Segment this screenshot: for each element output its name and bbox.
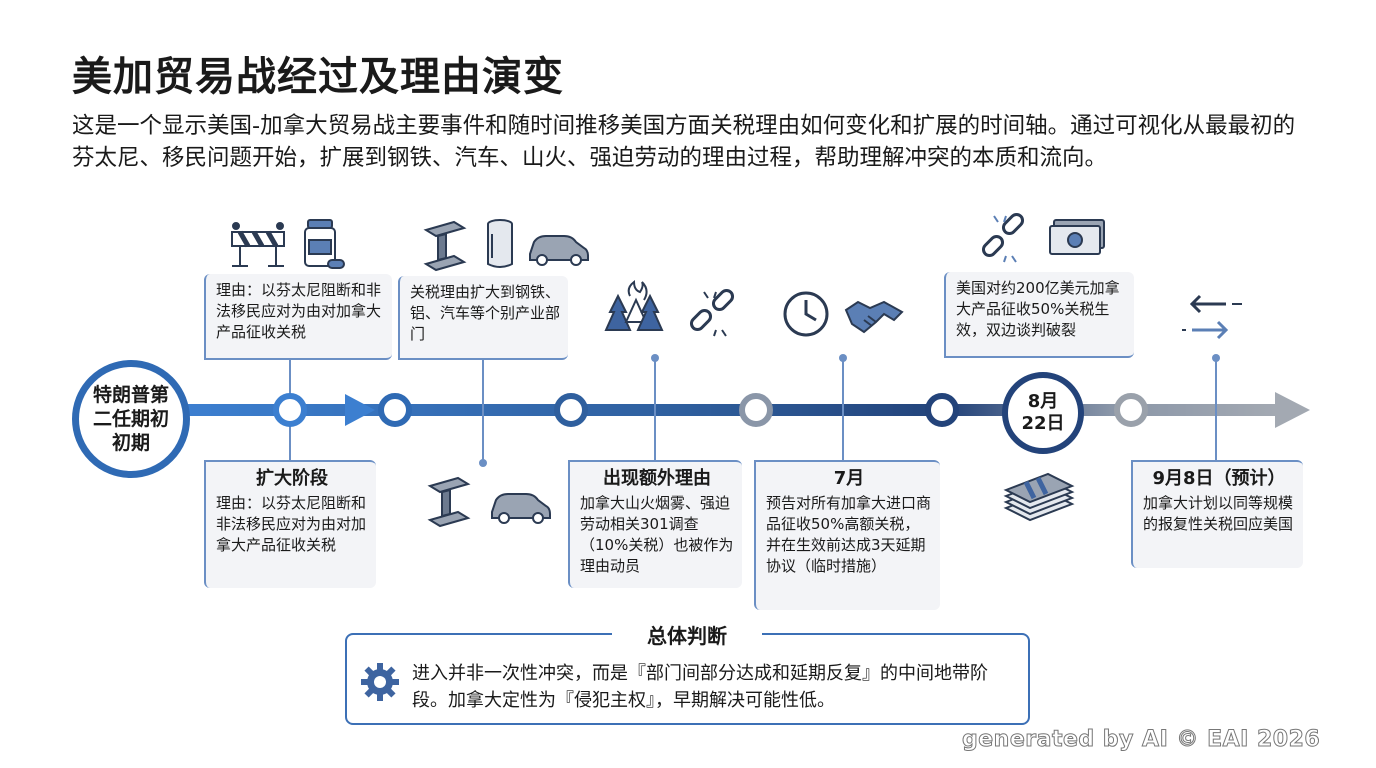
card-july: 7月 预告对所有加拿大进口商品征收50%高额关税，并在生效前达成3天延期协议（临…	[754, 460, 940, 610]
broken-chain-icon	[981, 212, 1025, 263]
card-50-percent-tariff: 美国对约200亿美元加拿大产品征收50%关税生效，双边谈判破裂	[944, 272, 1134, 358]
forest-fire-icon	[604, 279, 664, 331]
card-text: 加拿大计划以同等规模的报复性关税回应美国	[1143, 494, 1294, 533]
card-sept-8: 9月8日（预计） 加拿大计划以同等规模的报复性关税回应美国	[1131, 460, 1303, 568]
start-node-label: 特朗普第二任期初初期	[72, 360, 190, 478]
barrier-icon	[231, 222, 285, 267]
steel-beam-icon	[427, 476, 471, 528]
node-1	[273, 393, 307, 427]
timeline-arrow-head	[1275, 392, 1310, 428]
car-icon	[491, 493, 551, 524]
money-stack-icon	[1003, 472, 1075, 522]
handshake-icon	[844, 300, 904, 334]
can-icon	[487, 219, 513, 268]
card-text: 理由：以芬太尼阻断和非法移民应对为由对加拿大产品征收关税	[216, 281, 382, 341]
aug-22-node: 8月22日	[1002, 372, 1084, 454]
pill-bottle-icon	[304, 219, 345, 269]
start-label: 特朗普第二任期初初期	[92, 384, 169, 454]
node-4	[739, 393, 773, 427]
arrows-exchange-icon	[1182, 294, 1242, 340]
card-head: 出现额外理由	[603, 468, 711, 489]
timeline-nodes	[273, 393, 1148, 427]
clock-icon	[783, 291, 829, 337]
card-text: 加拿大山火烟雾、强迫劳动相关301调查（10%关税）也被作为理由动员	[580, 494, 734, 575]
node-6	[1114, 393, 1148, 427]
card-expansion-phase: 扩大阶段 理由：以芬太尼阻断和非法移民应对为由对加拿大产品征收关税	[204, 460, 376, 588]
broken-chain-icon	[689, 288, 735, 337]
money-icon	[1049, 219, 1105, 255]
node-5	[925, 393, 959, 427]
page-title: 美加贸易战经过及理由演变	[72, 54, 564, 100]
page-subtitle: 这是一个显示美国-加拿大贸易战主要事件和随时间推移美国方面关税理由如何变化和扩展…	[72, 113, 1296, 171]
car-icon	[529, 235, 589, 266]
card-text: 美国对约200亿美元加拿大产品征收50%关税生效，双边谈判破裂	[956, 279, 1120, 339]
node-2	[378, 393, 412, 427]
card-head: 9月8日（预计）	[1152, 468, 1286, 489]
arrow-head-1	[345, 394, 375, 426]
card-fentanyl-rationale: 理由：以芬太尼阻断和非法移民应对为由对加拿大产品征收关税	[204, 274, 392, 360]
card-head: 扩大阶段	[256, 468, 328, 489]
aug-label: 8月22日	[1021, 391, 1065, 434]
card-text: 预告对所有加拿大进口商品征收50%高额关税，并在生效前达成3天延期协议（临时措施…	[766, 494, 932, 575]
card-extra-rationale: 出现额外理由 加拿大山火烟雾、强迫劳动相关301调查（10%关税）也被作为理由动…	[568, 460, 742, 588]
gear-icon	[361, 663, 399, 701]
summary-text: 进入并非一次性冲突，而是『部门间部分达成和延期反复』的中间地带阶段。加拿大定性为…	[412, 663, 988, 711]
summary-title: 总体判断	[612, 620, 762, 649]
card-industry-expansion: 关税理由扩大到钢铁、铝、汽车等个别产业部门	[398, 276, 568, 360]
card-text: 理由：以芬太尼阻断和非法移民应对为由对加拿大产品征收关税	[216, 494, 367, 554]
watermark: generated by AI © EAI 2026	[961, 727, 1321, 753]
node-3	[554, 393, 588, 427]
card-head: 7月	[833, 468, 865, 489]
steel-beam-icon	[423, 220, 467, 272]
card-text: 关税理由扩大到钢铁、铝、汽车等个别产业部门	[410, 283, 561, 343]
